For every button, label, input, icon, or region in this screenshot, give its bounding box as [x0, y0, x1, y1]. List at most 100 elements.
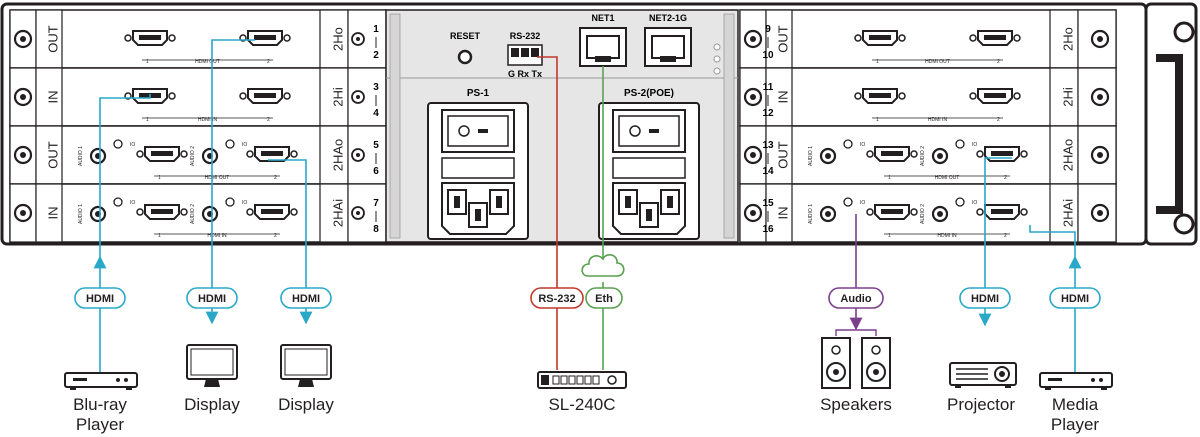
- hdmi-label-projector-text: HDMI: [971, 293, 999, 305]
- hdmi-label-bluray-text: HDMI: [86, 293, 114, 305]
- port-2-number: 2: [267, 59, 270, 65]
- card-caption: HDMI OUT: [205, 175, 230, 181]
- hdmi-port-2[interactable]: [246, 204, 298, 220]
- display-2-icon: [280, 344, 332, 387]
- slot-number: 7: [373, 198, 379, 209]
- card-type-label: 2Hi: [330, 87, 345, 107]
- audio-1-jack[interactable]: [89, 205, 107, 223]
- hdmi-cable-display2: [268, 159, 313, 325]
- port-1-number: 1: [876, 117, 879, 123]
- card-type-label: 2HAo: [330, 139, 345, 172]
- audio-2-jack[interactable]: [931, 147, 949, 165]
- ps1-label: PS-1: [467, 88, 490, 99]
- display-1-label: Display: [184, 395, 240, 414]
- io-led: [843, 139, 853, 149]
- card-caption: HDMI OUT: [925, 59, 950, 65]
- audio-2-jack[interactable]: [931, 205, 949, 223]
- port-2-number: 2: [1004, 175, 1007, 181]
- hdmi-port-2[interactable]: [969, 88, 1021, 104]
- audio-2-label: AUDIO 2: [920, 146, 926, 166]
- io-label: IO: [972, 142, 977, 148]
- port-1-number: 1: [146, 59, 149, 65]
- net2-port[interactable]: [644, 27, 692, 67]
- port-2-number: 2: [1004, 233, 1007, 239]
- controller-label: SL-240C: [548, 395, 615, 414]
- card-direction-label: OUT: [45, 25, 60, 53]
- power-socket[interactable]: [441, 182, 515, 235]
- port-2-number: 2: [997, 59, 1000, 65]
- hdmi-port-1[interactable]: [854, 88, 906, 104]
- port-1-number: 1: [158, 233, 161, 239]
- card-type-label: 2HAi: [1060, 199, 1075, 227]
- hdmi-cable-display1: [205, 39, 255, 325]
- io-label: IO: [130, 142, 135, 148]
- status-led: [713, 67, 721, 75]
- rs232-label: RS-232: [510, 31, 541, 41]
- slot-number: 14: [762, 166, 774, 177]
- audio-1-label: AUDIO 1: [808, 204, 814, 224]
- card-caption: HDMI IN: [937, 233, 957, 239]
- slot-number: 2: [373, 50, 379, 61]
- rs232-connection-label: RS-232: [530, 287, 584, 309]
- slot-number: 8: [373, 224, 379, 235]
- net1-port[interactable]: [579, 27, 627, 67]
- io-label: IO: [860, 200, 865, 206]
- hdmi-label-display2-text: HDMI: [292, 293, 320, 305]
- rack-ear: [1144, 2, 1198, 246]
- speakers-label: Speakers: [820, 395, 892, 414]
- media-player-icon: [1039, 372, 1113, 390]
- slot-number: 3: [373, 82, 379, 93]
- card-caption: HDMI OUT: [195, 59, 220, 65]
- card-direction-label: IN: [775, 207, 790, 220]
- rs232-connection-label-text: RS-232: [538, 293, 575, 305]
- card-type-label: 2Hi: [1060, 87, 1075, 107]
- media-player-label-line2: Player: [1051, 415, 1100, 434]
- bluray-label-line2: Player: [76, 415, 125, 434]
- audio-2-label: AUDIO 2: [190, 146, 196, 166]
- audio-2-jack[interactable]: [201, 205, 219, 223]
- slot-number: 6: [373, 166, 379, 177]
- audio-2-jack[interactable]: [201, 147, 219, 165]
- hdmi-port-2[interactable]: [969, 30, 1021, 46]
- hdmi-port-1[interactable]: [136, 146, 188, 162]
- hdmi-port-1[interactable]: [854, 30, 906, 46]
- reset-button[interactable]: [457, 49, 473, 65]
- hdmi-port-1[interactable]: [124, 30, 176, 46]
- card-direction-label: IN: [45, 91, 60, 104]
- rs232-cable: [537, 56, 558, 370]
- network-cloud-icon: [581, 254, 625, 277]
- slot-number: 16: [762, 224, 774, 235]
- power-socket[interactable]: [612, 182, 686, 235]
- io-led: [955, 139, 965, 149]
- slot-number: 15: [762, 198, 774, 209]
- card-type-label: 2HAi: [330, 199, 345, 227]
- hdmi-port-1[interactable]: [136, 204, 188, 220]
- hdmi-port-2[interactable]: [239, 88, 291, 104]
- slot-number: 5: [373, 140, 379, 151]
- eth-connection-label: Eth: [585, 287, 623, 309]
- audio-1-jack[interactable]: [819, 147, 837, 165]
- bluray-label-line1: Blu-ray: [73, 395, 127, 414]
- net1-label: NET1: [591, 13, 614, 23]
- port-2-number: 2: [267, 117, 270, 123]
- rack-hole: [1173, 21, 1195, 43]
- rs232-terminal-block[interactable]: [507, 44, 543, 66]
- power-switch[interactable]: [441, 109, 515, 153]
- hdmi-port-1[interactable]: [866, 146, 918, 162]
- hdmi-label-display1-text: HDMI: [198, 293, 226, 305]
- audio-1-label: AUDIO 1: [78, 204, 84, 224]
- hdmi-port-2[interactable]: [246, 146, 298, 162]
- power-switch[interactable]: [612, 109, 686, 153]
- slot-number: 12: [762, 108, 774, 119]
- audio-1-jack[interactable]: [819, 205, 837, 223]
- card-direction-label: IN: [45, 207, 60, 220]
- hdmi-port-1[interactable]: [866, 204, 918, 220]
- audio-1-jack[interactable]: [89, 147, 107, 165]
- audio-connection-label: Audio: [828, 287, 884, 309]
- reset-label: RESET: [450, 31, 481, 41]
